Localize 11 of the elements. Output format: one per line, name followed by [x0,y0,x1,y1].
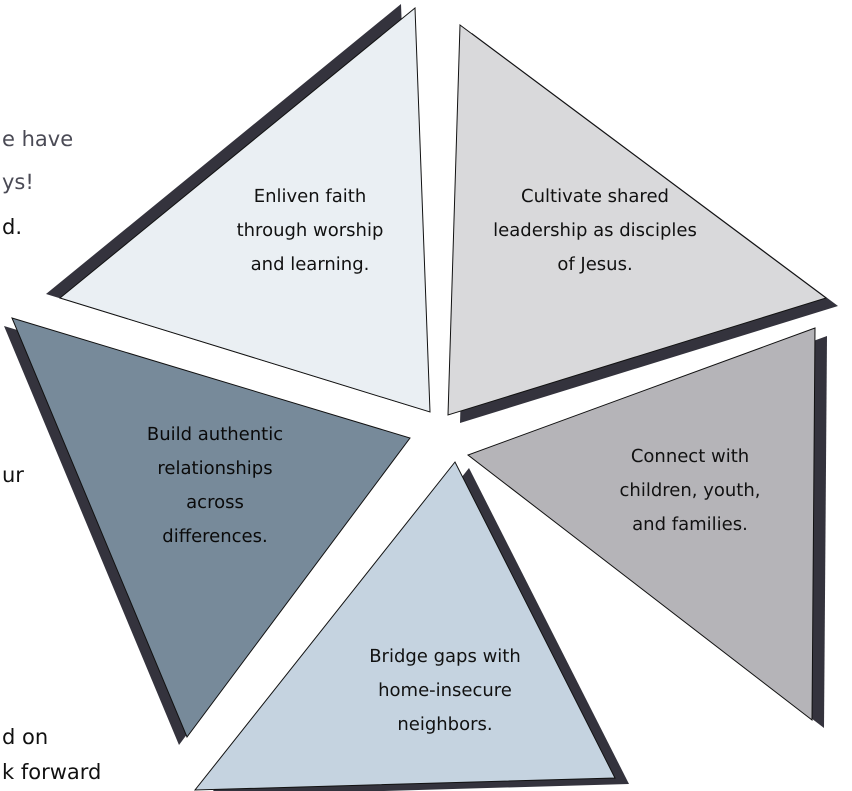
text-fragment: k forward [2,760,102,784]
text-fragment: d. [2,215,22,239]
goal-text: Cultivate shared leadership as disciples of Jesus. [492,185,698,277]
text-fragment: ys! [2,170,34,194]
text-fragment: d on [2,725,48,749]
goal-text: Enliven faith through worship and learning. [236,185,384,277]
text-fragment: e have [2,127,74,151]
text-fragment: ur [2,463,24,487]
goal-text: Bridge gaps with home-insecure neighbors. [368,645,522,737]
goal-text: Build authentic relationships across differences. [146,423,284,549]
goal-text: Connect with children, youth, and families. [618,445,762,537]
